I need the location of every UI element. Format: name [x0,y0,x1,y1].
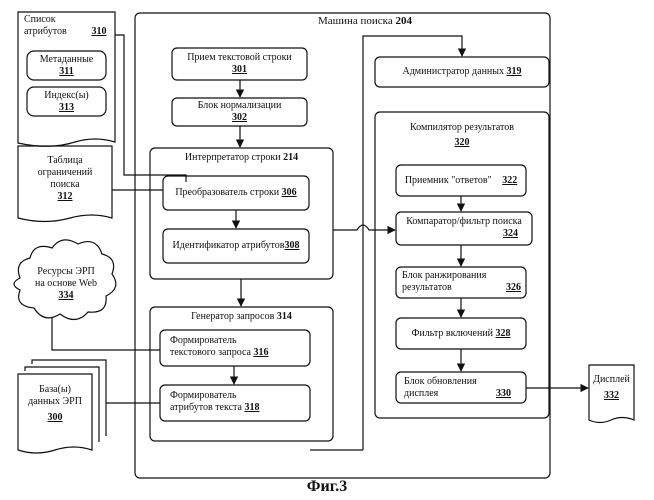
metadata-text: Метаданные [27,54,106,66]
constraint-num: 312 [18,191,112,203]
metadata-label: Метаданные 311 [27,54,106,78]
databases-label: База(ы) данных ЭРП 300 [18,384,92,424]
attr-list-num-text: 310 [92,26,107,37]
attr-list-title: Список атрибутов [24,14,86,38]
normalization-text: Блок нормализации [172,100,307,112]
compiler-text: Компилятор результатов [375,122,549,134]
ranking-l1: Блок ранжирования [402,270,524,282]
text-query-l2: текстового запроса [170,347,251,358]
web-resources-label: Ресурсы ЭРП на основе Web 334 [20,266,112,302]
text-query-label: Формирователь текстового запроса 316 [170,335,308,359]
inclusion-num: 328 [496,328,511,339]
web-l1: Ресурсы ЭРП [20,266,112,278]
comparator-num: 324 [396,228,532,240]
answers-label: Приемник "ответов" 322 [396,175,526,187]
search-engine-title-text: Машина поиска [318,15,393,27]
constraint-l3: поиска [18,179,112,191]
attr-identifier-label: Идентификатор атрибутов308 [163,240,309,252]
query-gen-text: Генератор запросов [191,311,274,322]
attr-list-num: 310 [84,26,114,38]
query-gen-num: 314 [277,311,292,322]
ranking-num: 326 [506,282,521,294]
display-update-label: Блок обновления дисплея 330 [404,376,524,400]
db-num: 300 [18,412,92,424]
data-admin-num: 319 [507,66,522,77]
attr-former-label: Формирователь атрибутов текста 318 [170,390,308,414]
display-update-l2: дисплея [404,388,438,399]
constraint-l1: Таблица [18,155,112,167]
receive-text-label: Прием текстовой строки 301 [172,52,307,76]
answers-text: Приемник "ответов" [405,175,492,186]
answers-num: 322 [502,175,517,186]
compiler-num: 320 [375,137,549,149]
text-query-l1: Формирователь [170,335,308,347]
inclusion-label: Фильтр включений 328 [396,328,526,340]
display-num: 332 [589,390,634,402]
line-web-textquery [52,318,160,350]
db-l1: База(ы) [18,384,92,396]
ranking-label: Блок ранжирования результатов 326 [402,270,524,294]
converter-label: Преобразователь строки 306 [163,187,309,199]
index-text: Индекс(ы) [27,90,106,102]
receive-num: 301 [172,64,307,76]
index-label: Индекс(ы) 313 [27,90,106,114]
search-engine-num: 204 [396,15,413,27]
display-update-num: 330 [496,388,511,400]
comparator-label: Компаратор/фильтр поиска 324 [396,216,532,240]
interpreter-title: Интерпретатор строки 214 [150,152,333,164]
compiler-title: Компилятор результатов 320 [375,122,549,149]
figure-caption: Фиг.3 [0,478,654,496]
db-l2: данных ЭРП [18,396,92,408]
search-engine-title: Машина поиска 204 [270,15,460,27]
ranking-l2: результатов [402,282,452,293]
converter-text: Преобразователь строки [175,187,279,198]
line-identifier-comparator [333,225,395,230]
web-l2: на основе Web [20,278,112,290]
data-admin-label: Администратор данных 319 [375,66,549,78]
interpreter-text: Интерпретатор строки [185,152,281,163]
normalization-num: 302 [172,112,307,124]
attr-former-l2: атрибутов текста [170,402,242,413]
interpreter-box [150,148,333,279]
attr-identifier-num: 308 [284,240,299,251]
display-label: Дисплей 332 [589,374,634,402]
query-gen-title: Генератор запросов 314 [150,311,333,323]
attr-former-l1: Формирователь [170,390,308,402]
display-update-l1: Блок обновления [404,376,524,388]
comparator-text: Компаратор/фильтр поиска [396,216,532,228]
receive-text: Прием текстовой строки [172,52,307,64]
display-text: Дисплей [589,374,634,386]
converter-num: 306 [282,187,297,198]
metadata-num: 311 [27,66,106,78]
text-query-num: 316 [253,347,268,358]
attr-identifier-text: Идентификатор атрибутов [173,240,285,251]
attr-former-num: 318 [244,402,259,413]
data-admin-text: Администратор данных [403,66,505,77]
constraint-l2: ограничений [18,167,112,179]
index-num: 313 [27,102,106,114]
constraint-table-label: Таблица ограничений поиска 312 [18,155,112,203]
interpreter-num: 214 [283,152,298,163]
inclusion-text: Фильтр включений [411,328,493,339]
web-num: 334 [20,290,112,302]
normalization-label: Блок нормализации 302 [172,100,307,124]
